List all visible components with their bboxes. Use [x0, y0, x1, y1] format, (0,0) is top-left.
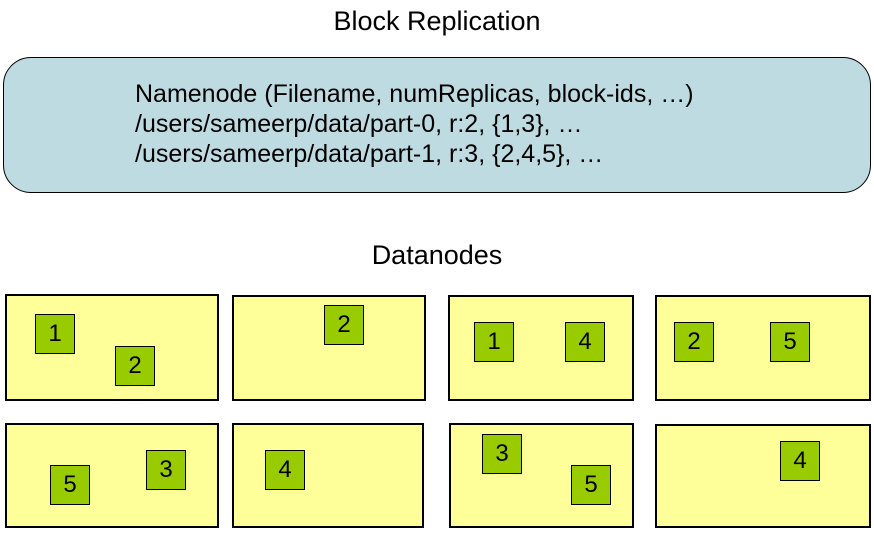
datanode-box-7: 3 5 [449, 423, 634, 528]
datanode-box-5: 5 3 [5, 423, 219, 528]
namenode-box: Namenode (Filename, numReplicas, block-i… [3, 57, 871, 193]
datanode-box-4: 2 5 [655, 295, 871, 401]
block-square: 4 [265, 450, 305, 490]
block-square: 5 [50, 465, 90, 505]
block-square: 4 [780, 441, 820, 481]
slide-title: Block Replication [333, 6, 541, 36]
block-square: 1 [474, 322, 514, 362]
datanode-box-2: 2 [232, 295, 426, 401]
datanode-box-6: 4 [232, 423, 424, 528]
block-square: 4 [565, 322, 605, 362]
block-square: 2 [324, 305, 364, 345]
namenode-file-entry: /users/sameerp/data/part-0, r:2, {1,3}, … [135, 110, 583, 138]
block-square: 5 [770, 322, 810, 362]
namenode-header-line: Namenode (Filename, numReplicas, block-i… [135, 80, 694, 108]
datanode-box-3: 1 4 [448, 295, 634, 401]
datanode-box-1: 1 2 [5, 294, 219, 401]
block-square: 5 [571, 465, 611, 505]
namenode-file-entry: /users/sameerp/data/part-1, r:3, {2,4,5}… [135, 140, 604, 168]
datanodes-label: Datanodes [371, 240, 503, 270]
block-square: 1 [35, 314, 75, 354]
datanode-box-8: 4 [655, 424, 871, 528]
block-square: 3 [482, 434, 522, 474]
block-square: 3 [146, 450, 186, 490]
block-square: 2 [115, 346, 155, 386]
block-square: 2 [674, 322, 714, 362]
